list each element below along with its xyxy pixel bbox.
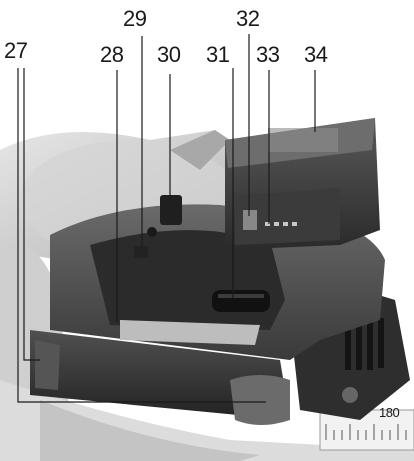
saw-base: [0, 380, 414, 461]
top-controls: [134, 195, 270, 312]
callout-28: 28: [100, 42, 124, 67]
d-handle: [30, 330, 290, 425]
battery-pack: [225, 118, 380, 250]
callout-leader-lines: [17, 34, 316, 403]
callout-29: 29: [123, 6, 147, 31]
callout-27: 27: [4, 38, 28, 63]
callout-34: 34: [304, 42, 328, 67]
callout-31: 31: [206, 42, 230, 67]
callout-30: 30: [157, 42, 181, 67]
miter-scale: [319, 409, 414, 451]
callout-33: 33: [256, 42, 280, 67]
scale-reading-label: 180: [379, 405, 400, 420]
callout-32: 32: [236, 6, 260, 31]
